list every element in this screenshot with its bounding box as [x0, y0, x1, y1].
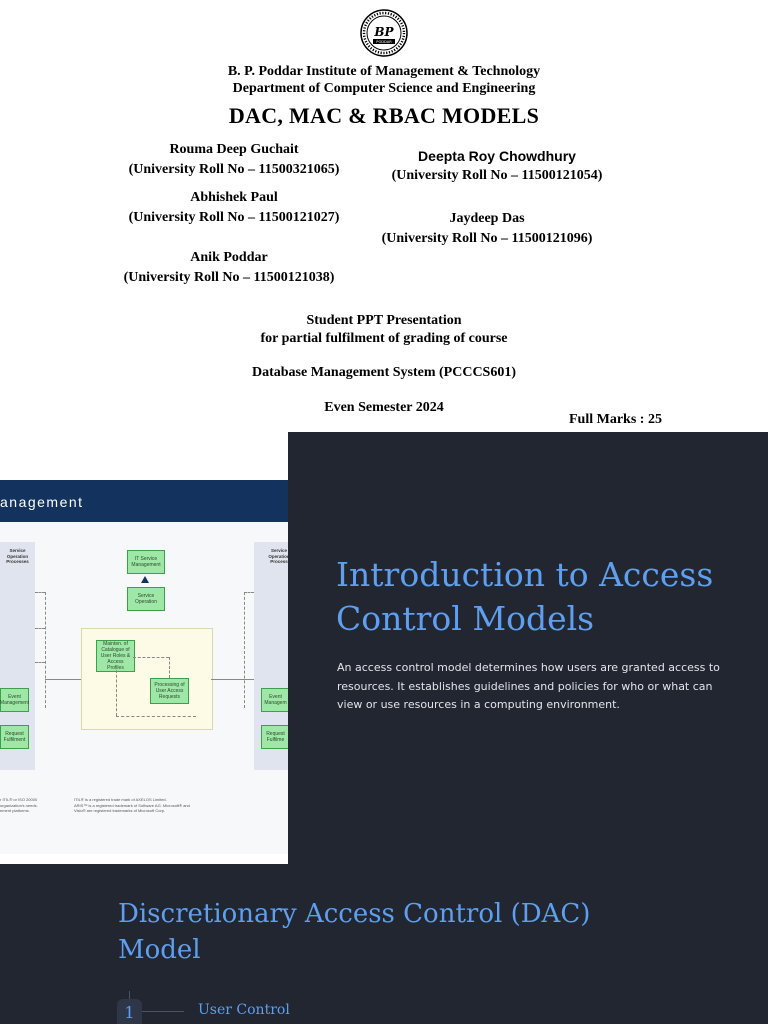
connector-line	[35, 592, 45, 593]
institute-name: B. P. Poddar Institute of Management & T…	[227, 64, 541, 79]
student-entry: Abhishek Paul (University Roll No – 1150…	[126, 188, 342, 228]
department-name: Department of Computer Science and Engin…	[232, 81, 536, 96]
step-connector	[142, 1011, 184, 1012]
presentation-line: Student PPT Presentation	[306, 313, 462, 328]
student-name: Deepta Roy Chowdhury	[418, 148, 576, 164]
full-marks-label: Full Marks : 25	[569, 412, 662, 427]
semester-label: Even Semester 2024	[324, 400, 444, 415]
connector-line	[169, 657, 170, 678]
connector-line	[116, 716, 196, 717]
student-name: Rouma Deep Guchait	[169, 142, 299, 157]
connector-line	[45, 679, 81, 680]
itsm-process-diagram: anagement Service Operation Processes Se…	[0, 432, 288, 864]
diagram-footnote: r ITIL® or ISO 20000 organization's need…	[0, 797, 38, 813]
student-roll: (University Roll No – 11500121027)	[128, 210, 340, 225]
student-entry: Anik Poddar (University Roll No – 115001…	[121, 248, 337, 288]
student-name: Abhishek Paul	[190, 190, 278, 205]
connector-line	[35, 628, 45, 629]
connector-line	[244, 592, 245, 708]
student-roll: (University Roll No – 11500121096)	[381, 231, 593, 246]
intro-slide-body: An access control model determines how u…	[337, 661, 720, 711]
process-box: IT Service Management	[127, 550, 165, 574]
svg-text:BP: BP	[373, 25, 394, 39]
connector-line	[116, 670, 117, 716]
process-box: Mainten. of Catalogue of User Roles & Ac…	[96, 640, 135, 672]
arrow-up-icon	[141, 576, 149, 583]
student-roll: (University Roll No – 11500321065)	[128, 162, 340, 177]
diagram-title: anagement	[0, 494, 84, 510]
student-name: Jaydeep Das	[449, 211, 525, 226]
connector-line	[35, 662, 45, 663]
student-entry: Deepta Roy Chowdhury (University Roll No…	[389, 146, 605, 186]
student-name: Anik Poddar	[190, 250, 268, 265]
student-entry: Jaydeep Das (University Roll No – 115001…	[379, 209, 595, 249]
diagram-footnote: ITIL® is a registered trade mark of AXEL…	[74, 797, 190, 813]
step-connector	[129, 991, 130, 999]
course-name: Database Management System (PCCCS601)	[251, 365, 517, 380]
step-number-badge: 1	[117, 999, 142, 1024]
intro-slide-title: Introduction to Access Control Models	[336, 555, 714, 638]
dac-slide-title: Discretionary Access Control (DAC) Model	[118, 899, 591, 965]
lane-header: Service Operation Processes	[6, 548, 29, 564]
title-slide: BP PODDAR B. P. Poddar Institute of Mana…	[0, 0, 768, 432]
process-box: Event Management	[0, 688, 29, 712]
process-box: Processing of User Access Requests	[150, 678, 189, 704]
lane-header: Service Operation Process	[268, 548, 288, 564]
process-box: Request Fulfilme	[261, 725, 288, 749]
student-roll: (University Roll No – 11500121038)	[123, 270, 335, 285]
presentation-heading: DAC, MAC & RBAC MODELS	[228, 103, 540, 128]
presentation-type: Student PPT Presentation for partial ful…	[0, 312, 768, 348]
process-box: Event Managem	[261, 688, 288, 712]
connector-line	[211, 679, 254, 680]
process-box: Service Operation	[127, 587, 165, 611]
dac-slide	[0, 864, 768, 1024]
presentation-line: for partial fulfilment of grading of cou…	[260, 331, 508, 346]
connector-line	[45, 592, 46, 708]
institute-logo-icon: BP PODDAR	[360, 9, 408, 57]
process-box: Request Fulfilment	[0, 725, 29, 749]
student-entry: Rouma Deep Guchait (University Roll No –…	[126, 140, 342, 180]
student-roll: (University Roll No – 11500121054)	[391, 168, 603, 183]
institute-header: B. P. Poddar Institute of Management & T…	[0, 63, 768, 97]
connector-line	[244, 592, 254, 593]
connector-line	[133, 657, 169, 658]
step-label: User Control	[198, 1002, 290, 1018]
diagram-header-bar	[0, 480, 288, 522]
svg-text:PODDAR: PODDAR	[376, 40, 392, 44]
